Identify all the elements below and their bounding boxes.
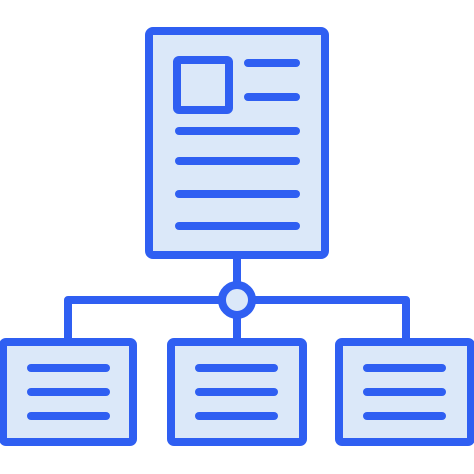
child-document-center <box>167 338 307 446</box>
connector-branch-left <box>64 296 224 346</box>
child-document-left <box>0 338 137 446</box>
connector-branch-right <box>250 296 410 346</box>
main-document-image <box>173 56 233 114</box>
junction-node <box>218 281 256 319</box>
main-document <box>145 27 329 259</box>
connector-lines <box>64 251 410 346</box>
child-document-right <box>335 338 474 446</box>
